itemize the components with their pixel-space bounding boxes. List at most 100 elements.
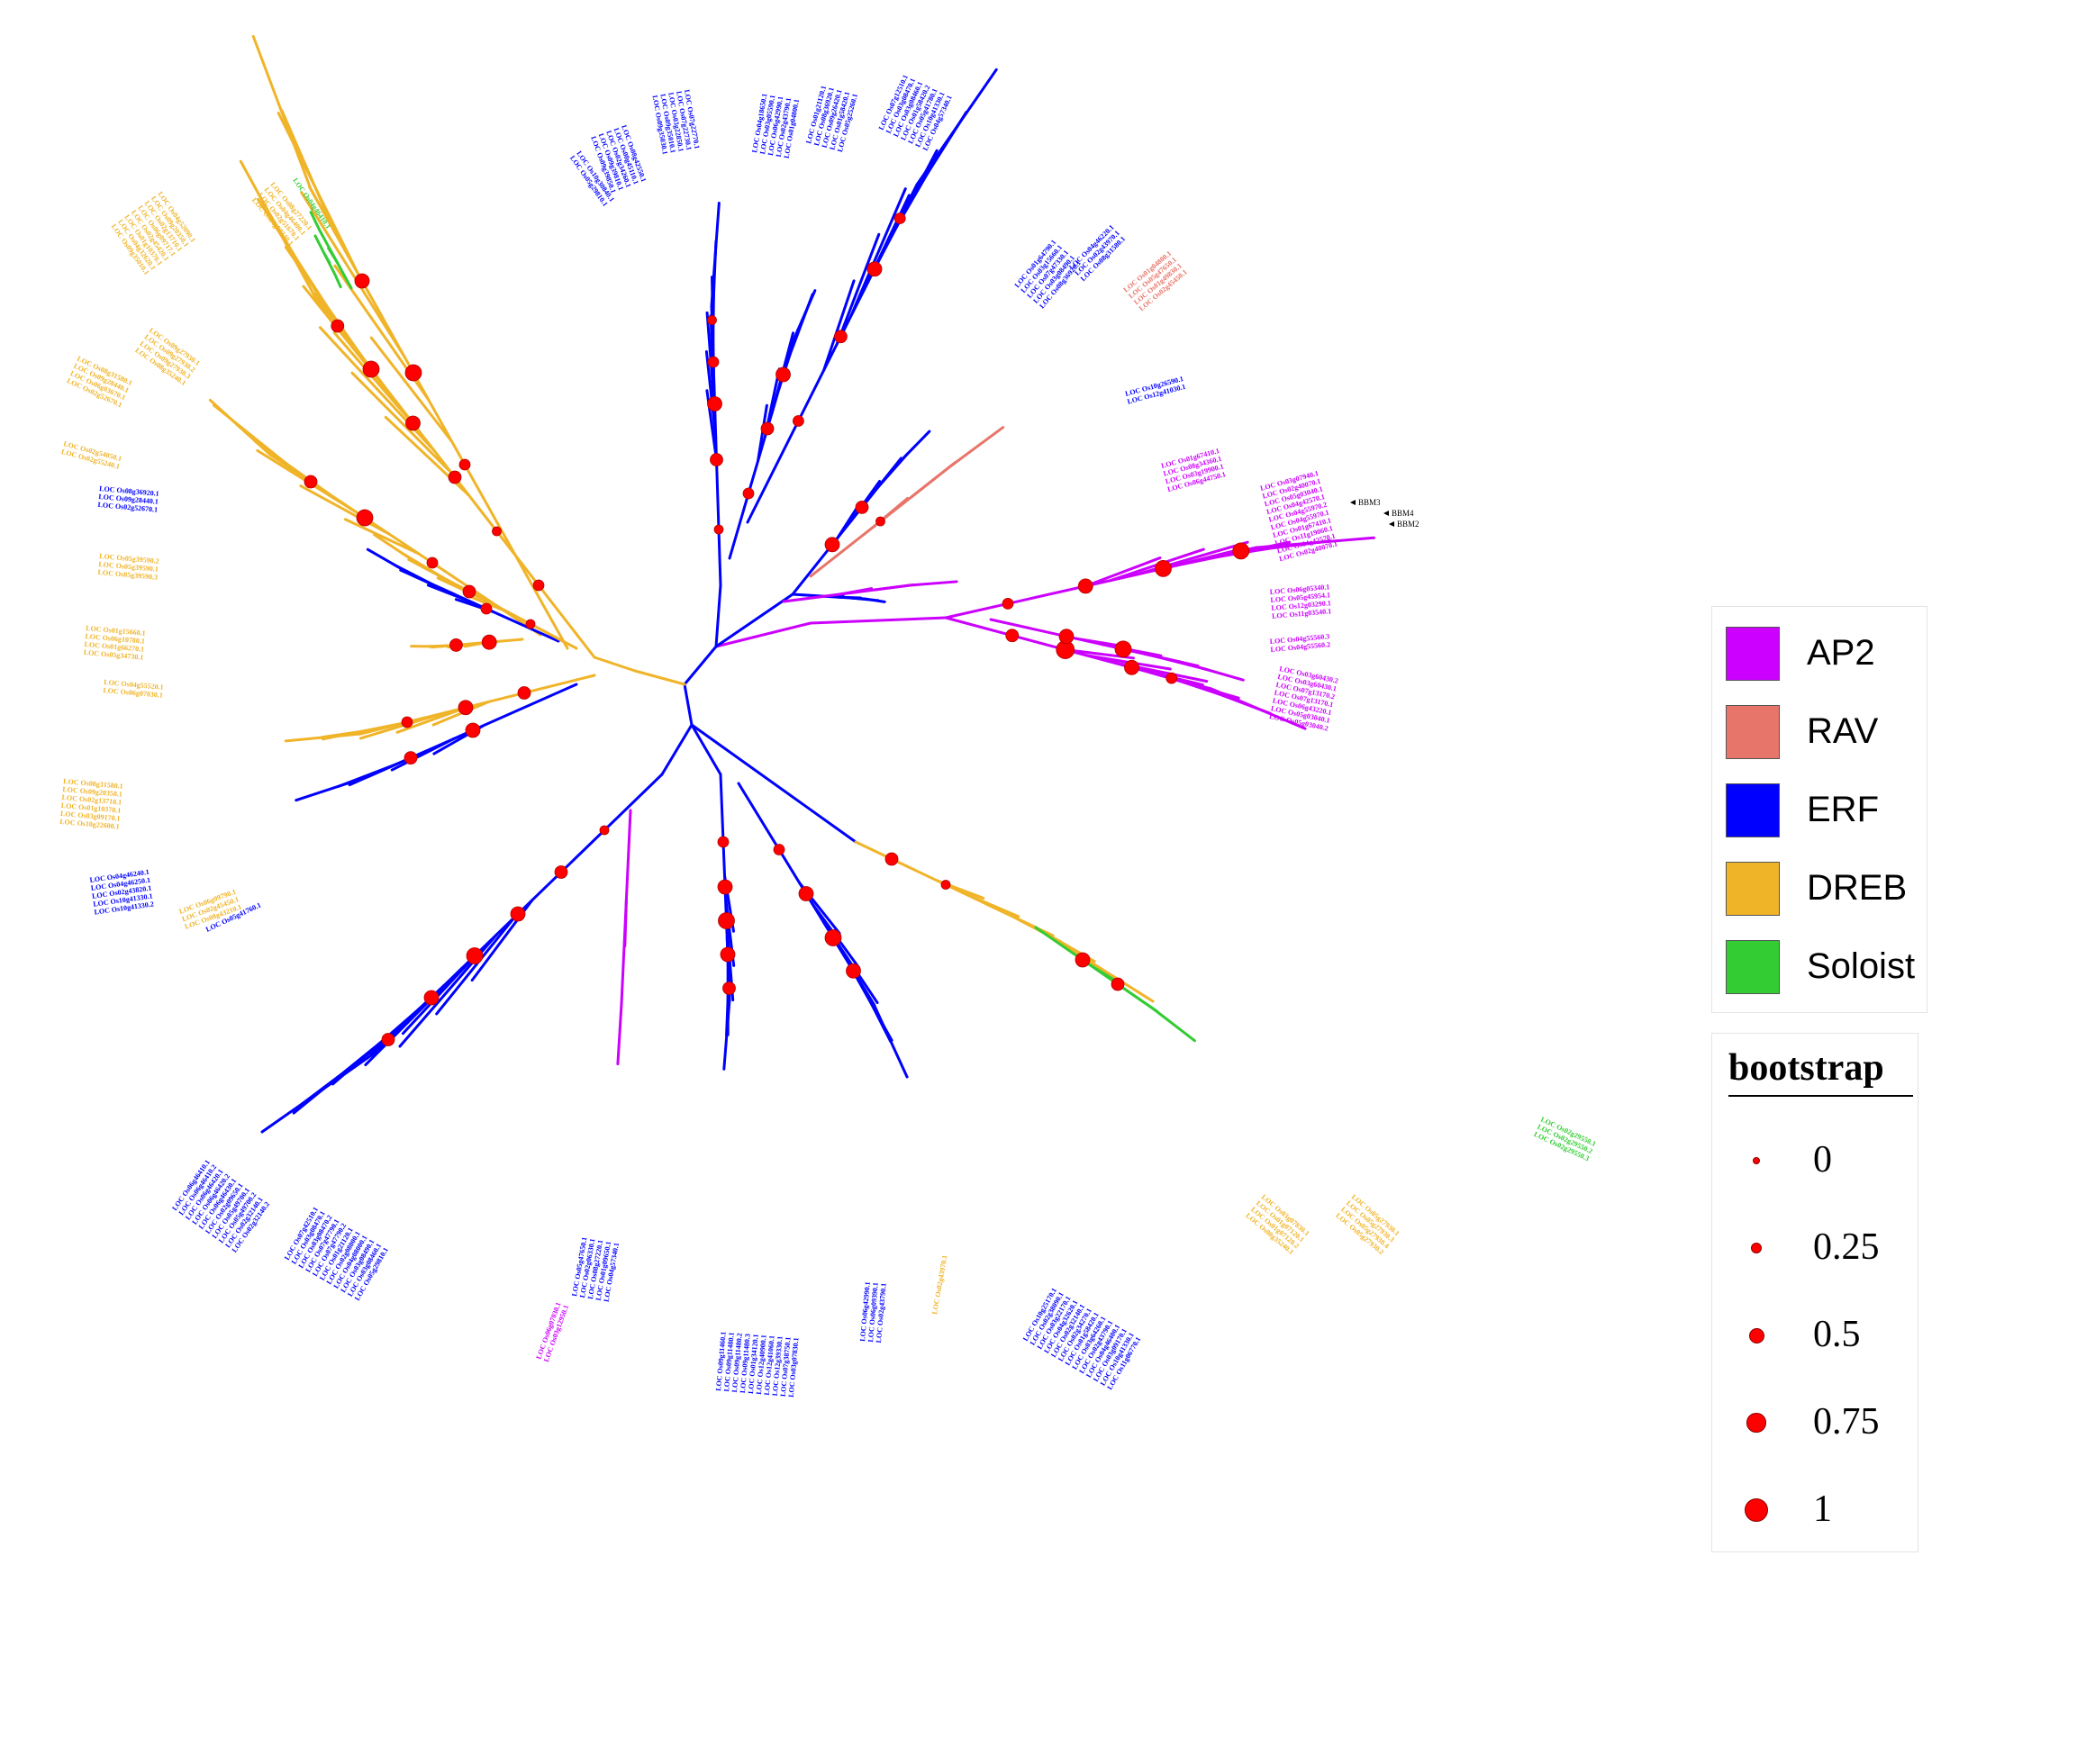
bootstrap-node [722, 982, 736, 995]
bootstrap-label-4: 1 [1813, 1488, 1832, 1530]
twig [390, 737, 457, 772]
bootstrap-node [1002, 598, 1014, 610]
branch [660, 723, 694, 776]
legend-label-ap2: AP2 [1807, 633, 1875, 673]
twig [910, 461, 957, 499]
bootstrap-node [448, 470, 462, 484]
twig [1105, 659, 1209, 683]
bootstrap-label-2: 0.5 [1813, 1314, 1861, 1355]
bootstrap-node [1058, 629, 1075, 645]
bootstrap-node [331, 319, 345, 333]
branch [714, 593, 794, 648]
twig [872, 1002, 909, 1079]
bootstrap-node [362, 360, 380, 378]
bootstrap-node [356, 509, 374, 527]
twig [239, 159, 317, 299]
twig [333, 273, 342, 289]
legend-swatch-soloist [1726, 940, 1780, 994]
bootstrap-node [720, 946, 736, 963]
bootstrap-label-1: 0.25 [1813, 1226, 1880, 1268]
twig [1178, 660, 1245, 682]
twig [863, 597, 886, 603]
legend-swatch-dreb [1726, 862, 1780, 916]
bootstrap-node [707, 356, 720, 368]
bootstrap-legend-title: bootstrap [1728, 1041, 1913, 1097]
bootstrap-node [893, 213, 906, 224]
twig [280, 109, 336, 233]
bootstrap-node [426, 556, 439, 569]
bootstrap-node [875, 516, 885, 527]
bootstrap-node [404, 751, 418, 764]
twig [332, 330, 420, 431]
twig [322, 251, 331, 265]
bootstrap-node [466, 947, 484, 964]
twig [309, 211, 322, 232]
twig [284, 732, 362, 743]
bootstrap-dot-4 [1745, 1498, 1768, 1522]
branch [714, 583, 722, 648]
twig [757, 403, 768, 463]
twig [373, 533, 425, 569]
branch [690, 723, 857, 844]
bbm-marker-label: BBM3 [1358, 498, 1381, 507]
bootstrap-node [717, 836, 730, 848]
bootstrap-dots [304, 213, 1250, 1046]
bootstrap-dot-3 [1746, 1413, 1766, 1433]
bootstrap-node [940, 880, 951, 890]
bootstrap-node [458, 458, 471, 471]
branch [714, 621, 812, 648]
bootstrap-node [824, 929, 842, 946]
twig [822, 279, 856, 372]
twig [1119, 984, 1159, 1013]
twig [364, 966, 464, 1067]
twig [836, 503, 860, 540]
twig [300, 191, 406, 359]
twig [318, 326, 437, 453]
bootstrap-node [793, 415, 804, 427]
legend-label-dreb: DREB [1807, 868, 1908, 908]
bootstrap-node [1165, 672, 1178, 684]
bootstrap-node [760, 421, 775, 436]
bootstrap-node [1111, 977, 1125, 991]
twig [1210, 687, 1307, 730]
bootstrap-node [1077, 578, 1093, 594]
twig [948, 426, 1005, 468]
bootstrap-node [707, 396, 722, 412]
twig [369, 336, 454, 443]
bootstrap-node [510, 906, 526, 922]
bootstrap-node [1005, 629, 1020, 643]
twig [463, 641, 487, 648]
bootstrap-node [846, 963, 861, 979]
bootstrap-node [742, 487, 755, 500]
twig [327, 247, 339, 264]
bootstrap-node [480, 602, 493, 615]
twig [251, 34, 313, 191]
twig [302, 285, 403, 409]
twig [398, 932, 499, 1048]
twig [366, 547, 416, 578]
bootstrap-node [404, 364, 422, 382]
twig [1075, 637, 1126, 648]
bootstrap-node [710, 453, 723, 466]
legend-label-erf: ERF [1807, 790, 1879, 829]
bootstrap-node [354, 273, 370, 289]
branch [683, 683, 694, 727]
twig [208, 398, 272, 457]
bbm-marker-label: BBM2 [1397, 520, 1419, 529]
bootstrap-node [458, 700, 474, 716]
